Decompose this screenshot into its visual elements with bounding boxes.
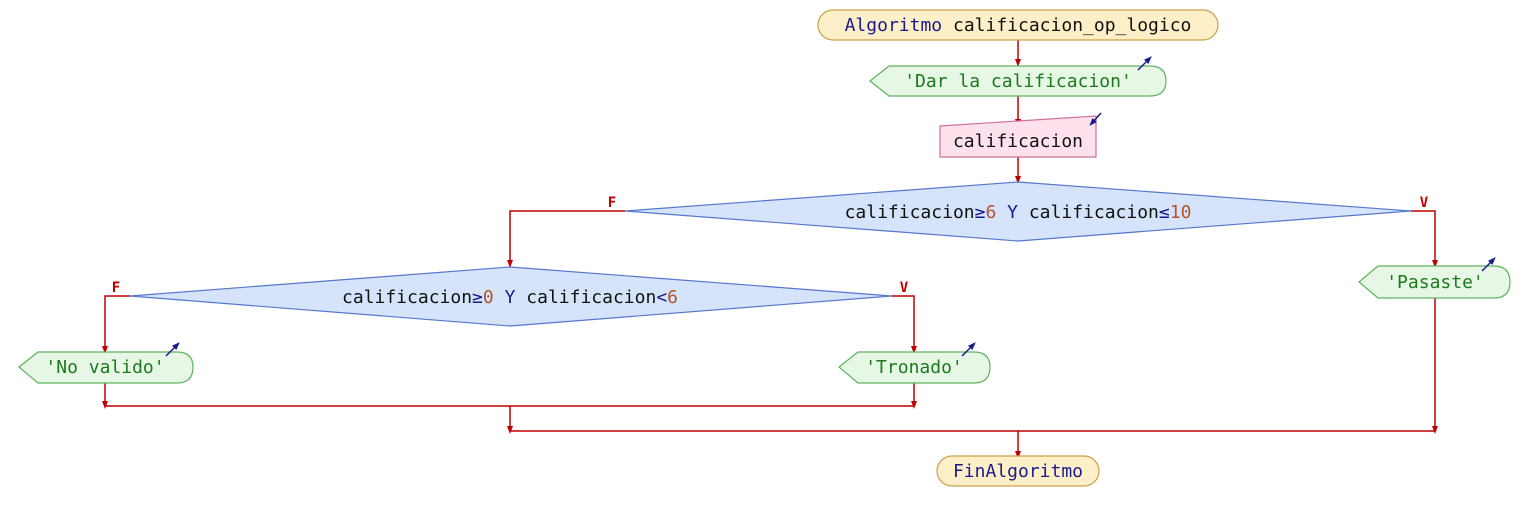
decision2-condition: calificacion≥0 Y calificacion<6 — [342, 287, 678, 308]
output-prompt-outline — [869, 65, 1167, 97]
algorithm-name: calificacion_op_logico — [953, 15, 1191, 36]
output-tronado-outline — [838, 351, 991, 384]
input-shape: calificacion — [939, 112, 1102, 158]
flow-decision1-false — [507, 210, 625, 268]
end-terminal-text: FinAlgoritmo — [953, 461, 1083, 482]
decision2: calificacion≥0 Y calificacion<6 F V — [112, 266, 909, 327]
output-novalido-outline — [18, 351, 194, 384]
decision1-condition: calificacion≥6 Y calificacion≤10 — [845, 202, 1192, 223]
output-novalido-text: 'No valido' — [45, 357, 164, 378]
flow-decision1-true — [1411, 210, 1438, 268]
algoritmo-keyword: Algoritmo — [845, 15, 943, 36]
input-arrow-icon — [1089, 112, 1102, 126]
start-terminal-text: Algoritmo calificacion_op_logico — [845, 15, 1192, 36]
output-arrow-icon — [961, 342, 976, 357]
output-pasaste-text: 'Pasaste' — [1386, 272, 1484, 293]
output-arrow-icon — [1137, 56, 1152, 71]
output-prompt-shape: 'Dar la calificacion' — [869, 56, 1167, 97]
input-variable-text: calificacion — [953, 131, 1083, 152]
start-terminal: Algoritmo calificacion_op_logico — [817, 9, 1219, 41]
output-arrow-icon — [1481, 257, 1496, 272]
output-pasaste-outline — [1358, 265, 1511, 299]
decision1: calificacion≥6 Y calificacion≤10 F V — [608, 181, 1429, 242]
flow-decision2-true — [892, 295, 917, 354]
input-outline — [939, 115, 1097, 158]
output-tronado-shape: 'Tronado' — [838, 342, 991, 384]
output-arrow-icon — [165, 342, 180, 357]
end-terminal-shape — [936, 455, 1100, 487]
output-novalido-shape: 'No valido' — [18, 342, 194, 384]
decision2-false-label: F — [112, 280, 120, 296]
output-prompt-text: 'Dar la calificacion' — [904, 71, 1132, 92]
output-tronado-text: 'Tronado' — [865, 357, 963, 378]
flow-decision2-false — [102, 295, 130, 354]
decision2-diamond — [129, 266, 893, 327]
output-pasaste-shape: 'Pasaste' — [1358, 257, 1511, 299]
decision1-false-label: F — [608, 195, 616, 211]
decision1-diamond — [624, 181, 1412, 242]
start-terminal-shape — [817, 9, 1219, 41]
decision1-true-label: V — [1420, 195, 1429, 211]
decision2-true-label: V — [900, 280, 909, 296]
end-terminal: FinAlgoritmo — [936, 455, 1100, 487]
flow-lines — [102, 40, 1438, 459]
